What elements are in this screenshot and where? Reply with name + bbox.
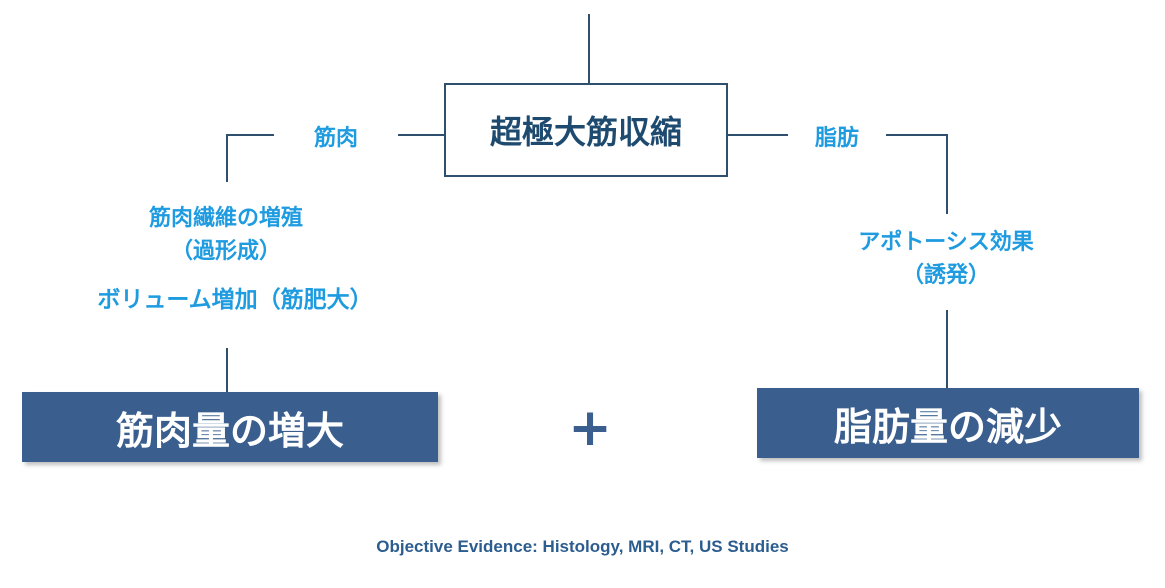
left-effect-line1: 筋肉繊維の増殖 — [148, 206, 303, 231]
right-effect-line2: （誘発） — [901, 263, 990, 288]
right-branch-line-outer — [886, 134, 948, 136]
footer-evidence-text: Objective Evidence: Histology, MRI, CT, … — [376, 537, 789, 556]
left-effect-line3: ボリューム増加（筋肥大） — [97, 287, 373, 313]
left-result-box: 筋肉量の増大 — [22, 392, 438, 462]
left-effect-line2: （過形成） — [170, 239, 281, 264]
right-branch-drop-line — [946, 134, 948, 214]
right-result-box: 脂肪量の減少 — [757, 388, 1139, 458]
plus-symbol: + — [568, 398, 612, 458]
left-branch-line-outer — [226, 134, 274, 136]
right-branch-line-inner — [728, 134, 788, 136]
top-title-box: 超極大筋収縮 — [444, 83, 728, 177]
right-result-label: 脂肪量の減少 — [833, 404, 1062, 449]
left-branch-line-inner — [398, 134, 444, 136]
left-result-label: 筋肉量の増大 — [115, 408, 344, 453]
right-result-stem-line — [946, 310, 948, 388]
right-branch-label: 脂肪 — [814, 126, 859, 151]
top-title: 超極大筋収縮 — [489, 113, 682, 151]
left-branch-label: 筋肉 — [313, 126, 358, 151]
left-branch-drop-line — [226, 134, 228, 182]
right-effect-line1: アポトーシス効果 — [858, 230, 1034, 255]
top-stem-line — [588, 14, 590, 83]
left-result-stem-line — [226, 348, 228, 392]
